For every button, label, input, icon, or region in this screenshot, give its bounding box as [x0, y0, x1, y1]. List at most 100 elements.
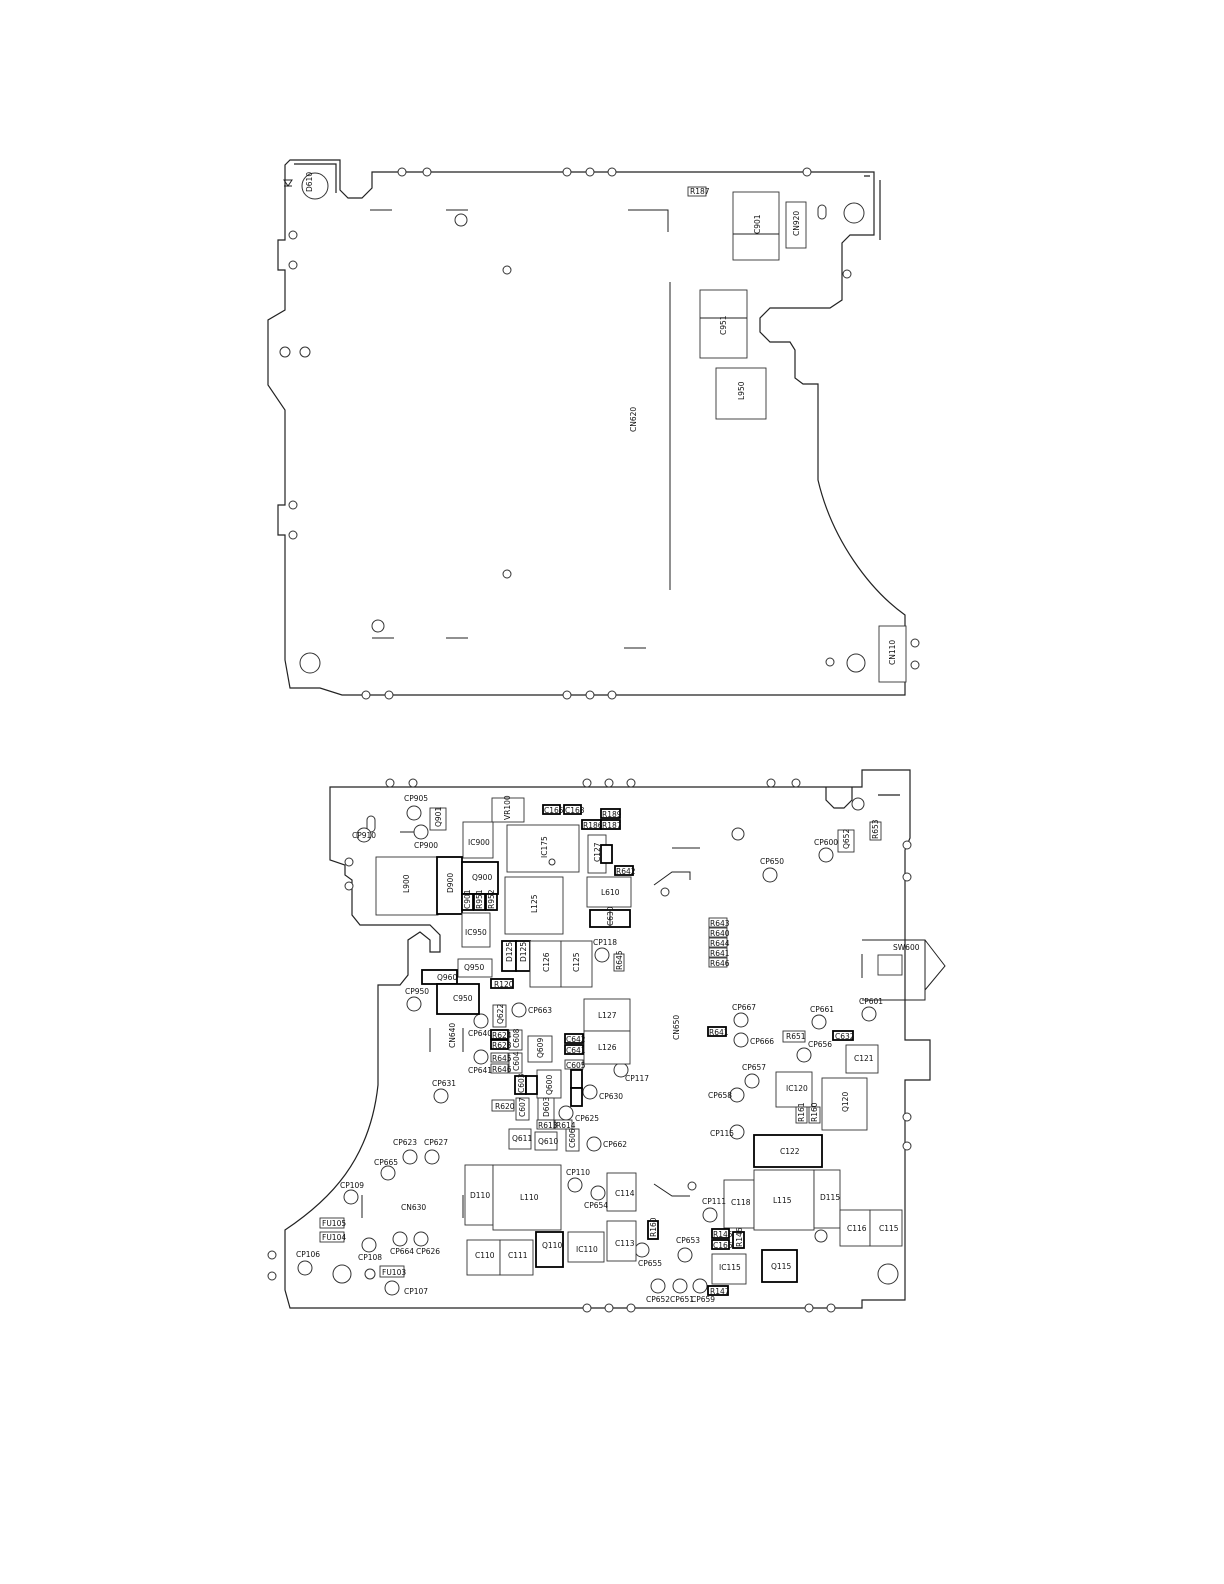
bottom-hole	[604, 1303, 614, 1313]
top-hole	[607, 690, 617, 700]
bottom-hole-large	[687, 1181, 697, 1191]
comp-CN920-top	[785, 201, 807, 249]
cp658-dot	[729, 1087, 745, 1103]
label-CP625: CP625	[575, 1114, 599, 1123]
cp666-dot	[733, 1032, 749, 1048]
label-FU104: FU104	[322, 1233, 346, 1242]
cp654-dot	[590, 1185, 606, 1201]
label-IC900: IC900	[468, 838, 490, 847]
cp109-dot	[343, 1189, 359, 1205]
cp106-dot	[297, 1260, 313, 1276]
label-C604: C604	[512, 1051, 521, 1071]
comp-Q110	[535, 1231, 564, 1268]
comp-Q120	[821, 1077, 868, 1131]
label-R120: R120	[494, 980, 514, 989]
label-C607: C607	[518, 1097, 527, 1117]
comp-L115	[753, 1169, 815, 1231]
comp-R624	[490, 1029, 509, 1040]
label-Q110: Q110	[542, 1241, 562, 1250]
label-R145: R145	[713, 1230, 733, 1239]
bottom-hole	[408, 778, 418, 788]
ic175-pin1	[548, 858, 556, 866]
cp623-dot	[402, 1149, 418, 1165]
label-C642: C642	[566, 1035, 586, 1044]
label-R653: R653	[871, 819, 880, 839]
top-hole-large	[502, 569, 512, 579]
top-hole	[910, 638, 920, 648]
comp-R641b	[707, 1026, 727, 1037]
label-R640: R640	[710, 929, 730, 938]
label-C165: C165	[544, 806, 564, 815]
label-CP905: CP905	[404, 794, 428, 803]
top-hole	[802, 167, 812, 177]
label-CP626: CP626	[416, 1247, 440, 1256]
bottom-hole-large	[731, 827, 745, 841]
label-L610: L610	[601, 888, 620, 897]
comp-L127	[583, 998, 631, 1032]
label-C122: C122	[780, 1147, 800, 1156]
bottom-hole	[582, 778, 592, 788]
cp115-dot	[729, 1124, 745, 1140]
comp-R951	[473, 893, 486, 911]
label-CP654: CP654	[584, 1201, 608, 1210]
label-C632: C632	[835, 1032, 855, 1041]
label-CP118: CP118	[593, 938, 617, 947]
label-R160b: R160	[649, 1217, 658, 1237]
comp-FU104	[319, 1231, 345, 1243]
label-R620: R620	[495, 1102, 515, 1111]
comp-R613	[536, 1119, 555, 1130]
label-C605: C605	[566, 1061, 586, 1070]
label-R951: R951	[475, 889, 484, 909]
comp-Q652	[837, 829, 855, 853]
top-hole-large	[502, 265, 512, 275]
label-C113: C113	[615, 1239, 635, 1248]
top-hole-large	[846, 653, 866, 673]
label-R623: R623	[492, 1041, 512, 1050]
comp-L610	[586, 876, 632, 908]
comp-Q611	[508, 1128, 532, 1150]
label-L950-top: L950	[737, 381, 746, 400]
cp626-dot	[413, 1231, 429, 1247]
top-hole-large	[299, 652, 321, 674]
top-mark-line	[370, 209, 671, 649]
bottom-hole-large	[851, 797, 865, 811]
bottom-components	[319, 797, 903, 1296]
label-R160a: R160	[810, 1102, 819, 1122]
bottom-board-tab	[825, 787, 900, 809]
label-CP661: CP661	[810, 1005, 834, 1014]
label-CP640: CP640	[468, 1029, 492, 1038]
label-R187-top: R187	[690, 187, 710, 196]
test-points	[297, 805, 877, 1296]
top-hole	[422, 167, 432, 177]
bottom-hole	[626, 778, 636, 788]
comp-C603d	[570, 1087, 583, 1107]
label-C606: C606	[568, 1128, 577, 1148]
cp653-dot	[677, 1247, 693, 1263]
cp905-dot	[406, 805, 422, 821]
comp-C122	[753, 1134, 823, 1168]
top-hole	[585, 167, 595, 177]
top-hole-large	[371, 619, 385, 633]
label-C110: C110	[475, 1251, 495, 1260]
label-CN920-top: CN920	[792, 211, 801, 236]
label-C901-b: C901	[463, 889, 472, 909]
top-hole	[288, 260, 298, 270]
comp-IC115	[711, 1253, 747, 1285]
cp665-dot	[380, 1165, 396, 1181]
label-C125: C125	[572, 952, 581, 972]
comp-IC950	[461, 912, 491, 948]
bottom-board-outline	[284, 769, 931, 1309]
bottom-hole	[766, 778, 776, 788]
top-board: D610 R187 C901 CN920 C951 L950 CN620 CN1…	[267, 159, 920, 700]
comp-R160b	[647, 1220, 659, 1240]
top-hole	[384, 690, 394, 700]
label-CP117: CP117	[625, 1074, 649, 1083]
comp-C642	[564, 1033, 584, 1044]
label-Q120: Q120	[841, 1092, 850, 1112]
top-hole	[562, 690, 572, 700]
comp-R653	[869, 821, 882, 841]
comp-C603b	[525, 1075, 538, 1095]
cp630-dot	[582, 1084, 598, 1100]
label-CP600: CP600	[814, 838, 838, 847]
